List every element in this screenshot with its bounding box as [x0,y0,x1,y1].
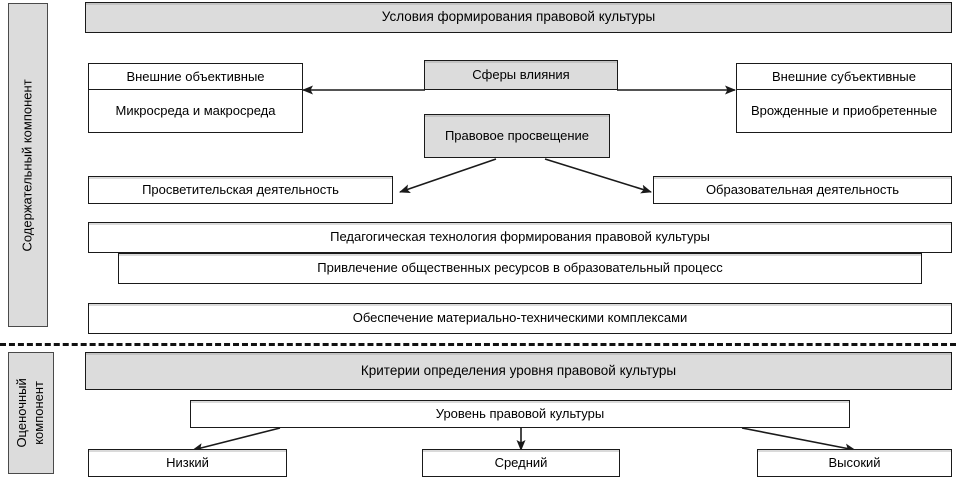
side-label-content-component: Содержательный компонент [8,3,48,327]
section-divider [0,343,956,346]
band-conditions-title: Условия формирования правовой культуры [85,2,952,33]
box-level-medium-text: Средний [494,454,548,470]
box-level-of-legal-culture[interactable]: Уровень правовой культуры [190,400,850,428]
band-conditions-title-text: Условия формирования правовой культуры [381,9,656,25]
box-external-objective-body-text: Микросреда и макросреда [115,103,276,119]
side-label-evaluation-component: Оценочный компонент [8,352,54,474]
band-criteria-title: Критерии определения уровня правовой кул… [85,352,952,390]
arrow-legal-education-to-enlightenment [399,158,497,194]
box-educational-activity-text: Образовательная деятельность [705,181,900,197]
arrow-legal-education-to-educational [544,158,652,194]
arrow-level-to-high [741,427,856,453]
box-external-subjective-body: Врожденные и приобретенные [737,90,951,132]
box-external-objective-header: Внешние объективные [89,64,302,90]
box-enlightenment-activity-text: Просветительская деятельность [142,181,339,197]
box-level-of-legal-culture-text: Уровень правовой культуры [435,405,605,421]
box-public-resources[interactable]: Привлечение общественных ресурсов в обра… [118,253,922,284]
box-external-subjective[interactable]: Внешние субъективные Врожденные и приобр… [736,63,952,133]
box-level-high-text: Высокий [828,454,881,470]
box-level-low-text: Низкий [166,454,209,470]
box-legal-education[interactable]: Правовое просвещение [424,114,610,158]
box-external-objective[interactable]: Внешние объективные Микросреда и макроср… [88,63,303,133]
box-external-subjective-header-text: Внешние субъективные [771,68,916,84]
arrow-level-to-low [192,427,281,452]
box-public-resources-text: Привлечение общественных ресурсов в обра… [317,260,723,276]
box-external-objective-header-text: Внешние объективные [126,68,265,84]
box-external-subjective-header: Внешние субъективные [737,64,951,90]
box-material-technical-text: Обеспечение материально-техническими ком… [352,310,688,326]
box-legal-education-text: Правовое просвещение [444,127,590,143]
box-material-technical[interactable]: Обеспечение материально-техническими ком… [88,303,952,334]
box-level-high[interactable]: Высокий [757,449,952,477]
box-spheres-of-influence-text: Сферы влияния [472,66,570,82]
side-label-evaluation-component-text: Оценочный компонент [14,378,47,448]
box-level-low[interactable]: Низкий [88,449,287,477]
box-pedagogical-technology-text: Педагогическая технология формирования п… [330,229,710,245]
box-external-subjective-body-text: Врожденные и приобретенные [750,103,938,119]
box-external-objective-body: Микросреда и макросреда [89,90,302,132]
box-level-medium[interactable]: Средний [422,449,620,477]
box-enlightenment-activity[interactable]: Просветительская деятельность [88,176,393,204]
box-educational-activity[interactable]: Образовательная деятельность [653,176,952,204]
box-pedagogical-technology[interactable]: Педагогическая технология формирования п… [88,222,952,253]
side-label-content-component-text: Содержательный компонент [19,78,35,252]
band-criteria-title-text: Критерии определения уровня правовой кул… [360,362,677,378]
box-spheres-of-influence[interactable]: Сферы влияния [424,60,618,90]
